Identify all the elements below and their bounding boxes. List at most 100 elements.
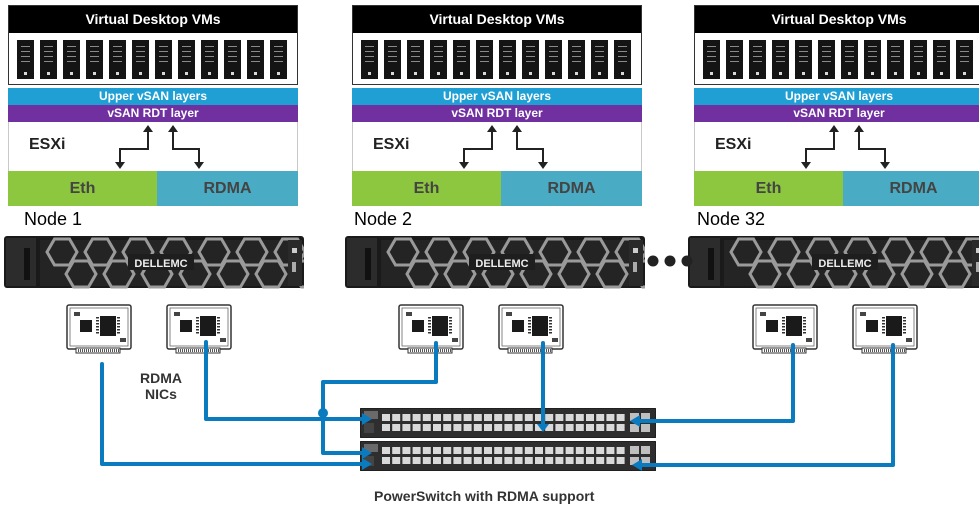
rdma-nic-card-icon — [166, 304, 232, 354]
vm-icon — [86, 40, 103, 79]
esxi-layer: ESXi — [352, 122, 642, 171]
eth-layer: Eth — [694, 171, 843, 206]
vsan-rdt-layer: vSAN RDT layer — [8, 105, 298, 122]
eth-layer: Eth — [8, 171, 157, 206]
powerswitch-bottom — [360, 441, 656, 471]
node-label-1: Node 1 — [24, 209, 83, 229]
rdma-nic-card-icon — [498, 304, 564, 354]
server-node-1: DELLEMC — [4, 236, 304, 289]
server-brand: DELLEMC — [134, 258, 187, 270]
esxi-layer: ESXi — [694, 122, 979, 171]
rdma-layer: RDMA — [157, 171, 298, 206]
vm-icon — [499, 40, 516, 79]
vm-group-title: Virtual Desktop VMs — [9, 6, 297, 33]
server-brand: DELLEMC — [475, 258, 528, 270]
vm-icon — [109, 40, 126, 79]
cable-node2-nic1 — [321, 341, 438, 455]
node-stack-2: Virtual Desktop VMs Upper vSAN layers vS… — [352, 5, 642, 206]
rdma-layer: RDMA — [501, 171, 642, 206]
arrow-head — [362, 458, 372, 470]
arrow-head — [632, 459, 642, 471]
rdt-split-arrows-icon — [459, 125, 548, 169]
cable-crossover-bump — [318, 408, 328, 418]
rdma-nic-card-icon — [66, 304, 132, 354]
vm-icon — [40, 40, 57, 79]
vm-icon — [384, 40, 401, 79]
vm-group-title: Virtual Desktop VMs — [353, 6, 641, 33]
node-stack-32: Virtual Desktop VMs Upper vSAN layers vS… — [694, 5, 979, 206]
vm-icons — [361, 40, 639, 80]
vm-icon — [361, 40, 378, 79]
vm-icon — [703, 40, 720, 79]
rdt-split-arrows-icon — [801, 125, 890, 169]
cable-node32-nic1 — [636, 343, 795, 423]
vm-group: Virtual Desktop VMs — [694, 5, 979, 85]
vm-icon — [614, 40, 631, 79]
vm-icon — [887, 40, 904, 79]
arrow-head — [362, 413, 372, 425]
rdma-nics-caption: RDMA NICs — [131, 370, 191, 402]
node-stack-1: Virtual Desktop VMs Upper vSAN layers vS… — [8, 5, 298, 206]
powerswitch-top — [360, 408, 656, 438]
upper-vsan-layers: Upper vSAN layers — [352, 88, 642, 105]
rdma-layer: RDMA — [843, 171, 979, 206]
vm-icon — [591, 40, 608, 79]
arrow-head — [630, 415, 640, 427]
vm-icon — [933, 40, 950, 79]
vm-icon — [63, 40, 80, 79]
vm-icon — [155, 40, 172, 79]
rdma-nic-card-icon — [752, 304, 818, 354]
esxi-layer: ESXi — [8, 122, 298, 171]
vm-group: Virtual Desktop VMs — [8, 5, 298, 85]
vm-icon — [910, 40, 927, 79]
server-brand: DELLEMC — [818, 258, 871, 270]
vm-icon — [476, 40, 493, 79]
vm-icon — [795, 40, 812, 79]
server-node-32: DELLEMC — [688, 236, 979, 289]
vm-icon — [841, 40, 858, 79]
vsan-rdt-layer: vSAN RDT layer — [352, 105, 642, 122]
arrow-head — [537, 424, 549, 432]
vm-icon — [430, 40, 447, 79]
cables — [100, 340, 895, 467]
vm-icon — [749, 40, 766, 79]
vm-icon — [568, 40, 585, 79]
vm-icon — [522, 40, 539, 79]
vm-icon — [178, 40, 195, 79]
vm-icon — [224, 40, 241, 79]
rdt-split-arrows-icon — [115, 125, 204, 169]
rdma-nic-card-icon — [852, 304, 918, 354]
powerswitch-caption: PowerSwitch with RDMA support — [374, 488, 595, 504]
node-label-2: Node 2 — [354, 209, 413, 229]
vm-icon — [545, 40, 562, 79]
esxi-label: ESXi — [373, 136, 410, 153]
vm-icon — [453, 40, 470, 79]
rdma-nics-caption-line2: NICs — [145, 386, 177, 402]
cable-node1-nic2 — [204, 340, 364, 421]
rdma-nics-caption-line1: RDMA — [140, 370, 182, 386]
vm-icon — [407, 40, 424, 79]
vm-icon — [17, 40, 34, 79]
more-nodes-ellipsis-icon — [647, 255, 693, 267]
vsan-rdt-layer: vSAN RDT layer — [694, 105, 979, 122]
upper-vsan-layers: Upper vSAN layers — [694, 88, 979, 105]
rdma-nic-card-icon — [398, 304, 464, 354]
vm-group: Virtual Desktop VMs — [352, 5, 642, 85]
vm-group-title: Virtual Desktop VMs — [695, 6, 979, 33]
vm-icon — [247, 40, 264, 79]
vm-icons — [703, 40, 979, 80]
vm-icon — [772, 40, 789, 79]
vm-icon — [132, 40, 149, 79]
node-label-32: Node 32 — [697, 209, 766, 229]
vm-icon — [201, 40, 218, 79]
vm-icon — [270, 40, 287, 79]
upper-vsan-layers: Upper vSAN layers — [8, 88, 298, 105]
vm-icon — [864, 40, 881, 79]
arrow-head — [362, 447, 372, 459]
vm-icon — [956, 40, 973, 79]
eth-layer: Eth — [352, 171, 501, 206]
cable-node32-nic2 — [638, 343, 895, 467]
esxi-label: ESXi — [29, 136, 66, 153]
esxi-label: ESXi — [715, 136, 752, 153]
